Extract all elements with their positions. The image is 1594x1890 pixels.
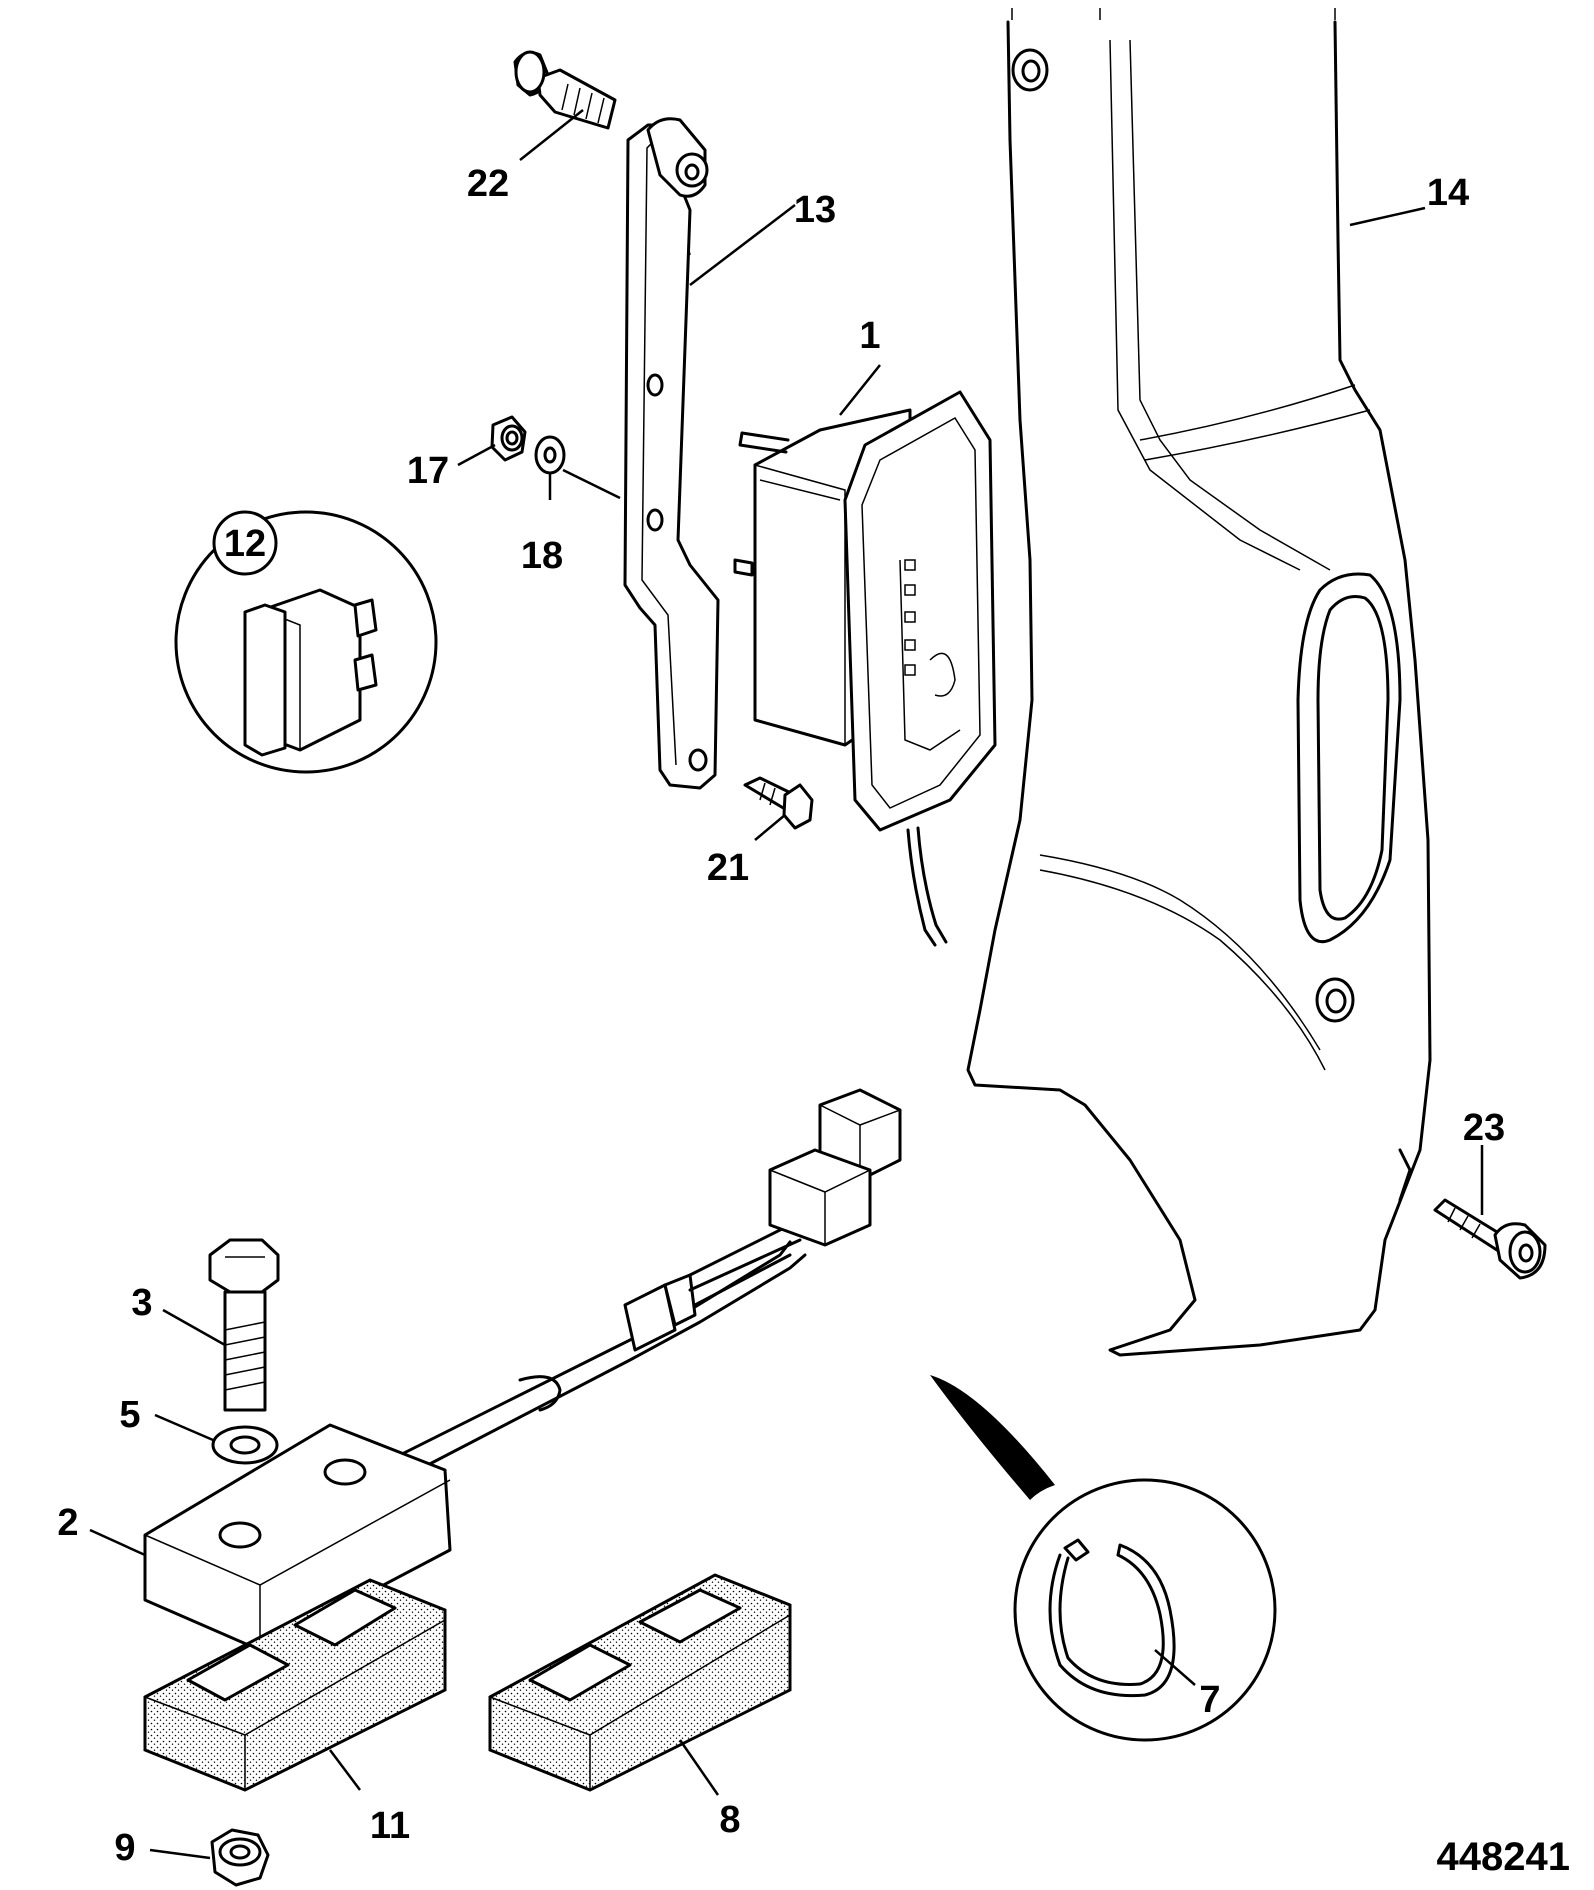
callout-7: 7 [1199,1679,1220,1721]
callout-18: 18 [521,535,563,577]
callout-2: 2 [57,1502,78,1544]
callout-14: 14 [1427,172,1469,214]
callout-23: 23 [1463,1107,1505,1149]
callout-5: 5 [119,1394,140,1436]
foam-pad-part-12 [143,1578,447,1792]
washer-part-5 [211,1425,279,1465]
sensor-block-part-2 [143,1423,452,1652]
callout-21: 21 [707,847,749,889]
callout-1: 1 [859,315,880,357]
wiring-harness [378,1088,902,1484]
control-box-part-1 [733,390,997,947]
callout-12: 11 [370,1805,410,1847]
screw-part-23 [1433,1198,1547,1280]
callout-8: 8 [719,1799,740,1841]
washer-part-18 [534,435,566,475]
bolt-part-22 [513,50,617,130]
nut-part-9 [210,1828,270,1887]
bracket-part-13 [623,117,720,790]
leader-lines [89,109,1484,1860]
fuse-detail-part-11 [174,510,438,774]
bolt-part-3 [208,1238,280,1412]
callout-3: 3 [131,1282,152,1324]
figure-number: 448241 [1437,1835,1570,1879]
callout-13: 13 [794,189,836,231]
callout-11: 12 [224,523,266,565]
callout-22: 22 [467,163,509,205]
nut-part-17 [490,415,527,462]
callout-9: 9 [114,1827,135,1869]
body-panel-part-14 [966,8,1432,1357]
callout-labels: 1 13 14 22 17 18 21 12 23 3 5 2 11 8 9 7… [57,163,1570,1879]
clip-detail-part-7 [930,1375,1277,1742]
callout-17: 17 [407,450,449,492]
foam-pad-part-8 [488,1573,792,1792]
